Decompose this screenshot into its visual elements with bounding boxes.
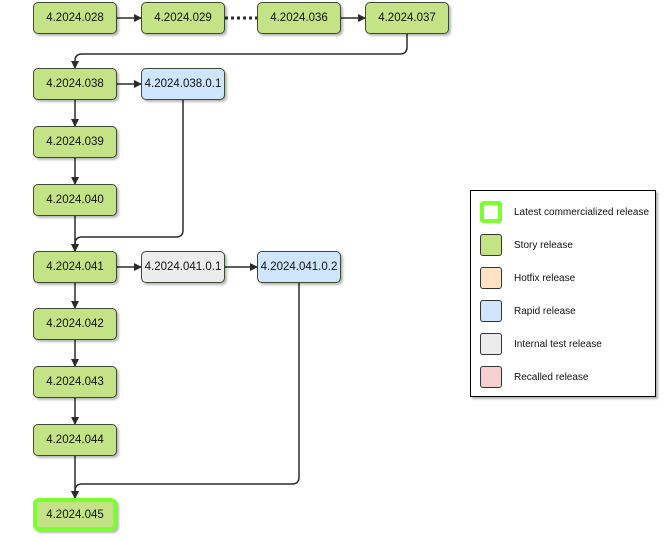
node-4-2024-041: 4.2024.041 bbox=[33, 251, 117, 283]
node-4-2024-039: 4.2024.039 bbox=[33, 126, 117, 158]
node-4-2024-041-0-2: 4.2024.041.0.2 bbox=[257, 251, 341, 283]
node-label: 4.2024.041 bbox=[46, 261, 104, 273]
legend-label: Recalled release bbox=[514, 371, 589, 383]
node-label: 4.2024.041.0.2 bbox=[260, 261, 338, 273]
node-label: 4.2024.029 bbox=[154, 12, 212, 24]
internal-release-swatch bbox=[480, 333, 502, 355]
latest-release-swatch bbox=[480, 201, 502, 223]
node-label: 4.2024.028 bbox=[46, 12, 104, 24]
node-label: 4.2024.037 bbox=[378, 12, 436, 24]
node-4-2024-037: 4.2024.037 bbox=[365, 2, 449, 34]
node-label: 4.2024.038 bbox=[46, 78, 104, 90]
legend: Latest commercialized release Story rele… bbox=[470, 190, 656, 397]
node-4-2024-038: 4.2024.038 bbox=[33, 68, 117, 100]
node-label: 4.2024.044 bbox=[46, 434, 104, 446]
node-4-2024-040: 4.2024.040 bbox=[33, 184, 117, 216]
story-release-swatch bbox=[480, 234, 502, 256]
node-label: 4.2024.043 bbox=[46, 376, 104, 388]
node-4-2024-038-0-1: 4.2024.038.0.1 bbox=[141, 68, 225, 100]
recalled-release-swatch bbox=[480, 366, 502, 388]
legend-item-latest: Latest commercialized release bbox=[471, 201, 649, 223]
node-4-2024-036: 4.2024.036 bbox=[257, 2, 341, 34]
node-4-2024-028: 4.2024.028 bbox=[33, 2, 117, 34]
edge-v041_0_2-to-v045 bbox=[71, 283, 300, 499]
legend-label: Rapid release bbox=[514, 305, 576, 317]
node-label: 4.2024.036 bbox=[270, 12, 328, 24]
edge-v038_0_1-to-v041 bbox=[71, 100, 184, 252]
node-4-2024-045: 4.2024.045 bbox=[33, 498, 117, 531]
node-4-2024-041-0-1: 4.2024.041.0.1 bbox=[141, 251, 225, 283]
edge-v037-to-v038 bbox=[71, 34, 408, 69]
node-label: 4.2024.040 bbox=[46, 194, 104, 206]
node-4-2024-042: 4.2024.042 bbox=[33, 308, 117, 340]
node-label: 4.2024.045 bbox=[46, 508, 104, 521]
legend-item-story: Story release bbox=[471, 234, 573, 256]
node-4-2024-044: 4.2024.044 bbox=[33, 424, 117, 456]
legend-item-recalled: Recalled release bbox=[471, 366, 589, 388]
rapid-release-swatch bbox=[480, 300, 502, 322]
legend-item-internal: Internal test release bbox=[471, 333, 602, 355]
node-4-2024-043: 4.2024.043 bbox=[33, 366, 117, 398]
node-label: 4.2024.038.0.1 bbox=[144, 78, 222, 90]
hotfix-release-swatch bbox=[480, 267, 502, 289]
node-label: 4.2024.041.0.1 bbox=[144, 261, 222, 273]
node-label: 4.2024.042 bbox=[46, 318, 104, 330]
legend-label: Hotfix release bbox=[514, 272, 576, 284]
legend-label: Internal test release bbox=[514, 338, 602, 350]
legend-label: Latest commercialized release bbox=[514, 206, 650, 218]
legend-item-hotfix: Hotfix release bbox=[471, 267, 575, 289]
node-4-2024-029: 4.2024.029 bbox=[141, 2, 225, 34]
legend-item-rapid: Rapid release bbox=[471, 300, 576, 322]
legend-label: Story release bbox=[514, 239, 573, 251]
node-label: 4.2024.039 bbox=[46, 136, 104, 148]
